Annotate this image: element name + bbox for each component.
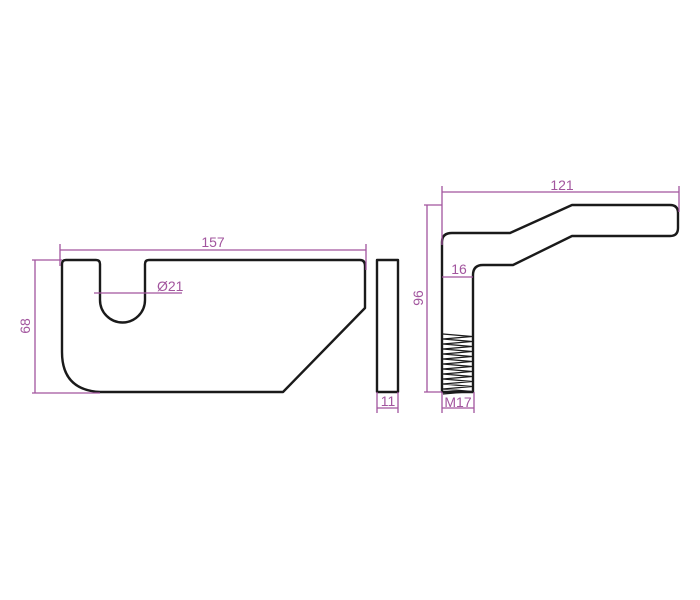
dim-96-label: 96 — [410, 290, 426, 306]
plate-outline — [60, 258, 367, 394]
thread-hatching — [442, 333, 473, 395]
dim-11-label: 11 — [381, 393, 396, 409]
plate-side-outline — [375, 258, 400, 394]
dim-16-label: 16 — [451, 261, 467, 277]
dim-157-label: 157 — [201, 234, 225, 250]
thread-line — [442, 333, 473, 395]
dim-68-label: 68 — [17, 318, 33, 334]
dim-slot-label: Ø21 — [157, 278, 184, 294]
plate-front-view: 157 68 Ø21 — [17, 234, 367, 394]
dim-121-label: 121 — [550, 177, 574, 193]
bolt-view: 121 96 16 M17 — [410, 177, 680, 413]
dim-m17-label: M17 — [444, 394, 471, 410]
plate-side-view: 11 — [375, 258, 400, 413]
bolt-outline — [440, 203, 680, 394]
